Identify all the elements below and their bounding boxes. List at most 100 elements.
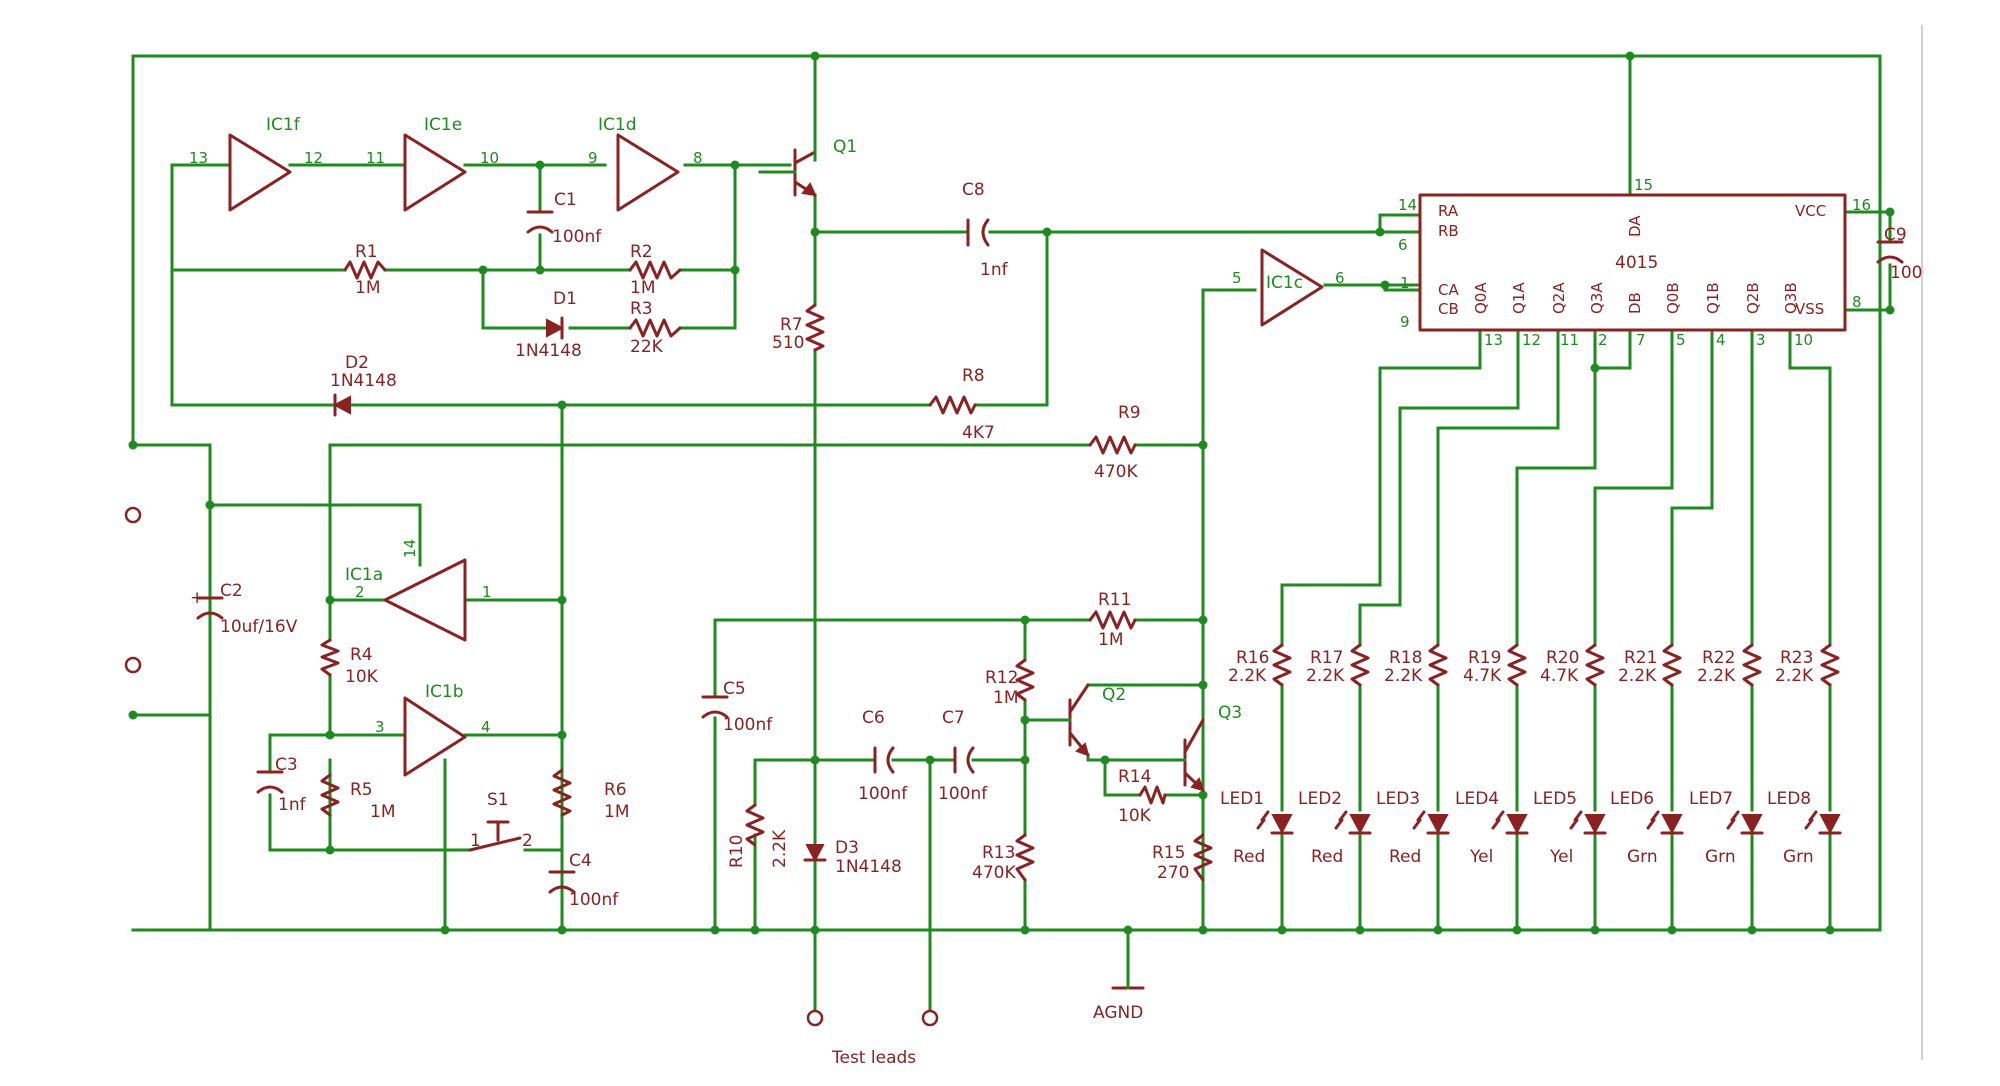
ic1c-label: IC1c	[1266, 273, 1303, 293]
led-6: LED6 Grn	[1610, 789, 1684, 867]
resistor-r12: R12 1M	[985, 658, 1035, 708]
ic1e-label: IC1e	[424, 115, 462, 135]
pin-9: 9	[588, 149, 598, 167]
resistor-r20: R20 4.7K	[1540, 643, 1605, 687]
terminal-top	[124, 506, 142, 524]
led7-label: LED7	[1689, 789, 1733, 809]
pin-11: 11	[366, 149, 385, 167]
c6-label: C6	[862, 708, 885, 728]
r15-value: 270	[1157, 863, 1189, 883]
pin-q3a: Q3A	[1588, 282, 1606, 314]
d2-label: D2	[345, 353, 369, 373]
pin-10: 10	[480, 149, 499, 167]
r7-value: 510	[772, 333, 804, 353]
led6-color: Grn	[1627, 847, 1658, 867]
ground-symbol: AGND	[1093, 983, 1145, 1023]
capacitor-c8: C8 1nf	[962, 180, 1009, 280]
c4-value: 100nf	[569, 890, 619, 910]
s1-label: S1	[487, 790, 509, 810]
q2-label: Q2	[1102, 685, 1126, 705]
led-5: LED5 Yel	[1533, 789, 1607, 867]
capacitor-c2: + C2 10uf/16V	[190, 581, 298, 637]
r1-label: R1	[355, 242, 378, 262]
r18-value: 2.2K	[1384, 666, 1423, 686]
d1-value: 1N4148	[515, 341, 582, 361]
r7-label: R7	[780, 315, 803, 335]
r2-value: 1M	[630, 278, 655, 298]
r13-value: 470K	[972, 863, 1016, 883]
pin-rb: RB	[1438, 222, 1459, 240]
r16-value: 2.2K	[1228, 666, 1267, 686]
led2-color: Red	[1311, 847, 1343, 867]
r4-label: R4	[350, 645, 373, 665]
buffer-ic1d: IC1d 9 8	[588, 115, 703, 212]
pin-ca: CA	[1438, 281, 1459, 299]
pin-1: 1	[482, 583, 492, 601]
chip-pin-b12: 12	[1522, 331, 1541, 349]
r21-label: R21	[1624, 648, 1657, 668]
resistor-r11: R11 1M	[1088, 590, 1137, 650]
r21-value: 2.2K	[1618, 666, 1657, 686]
led6-label: LED6	[1610, 789, 1654, 809]
chip-pin-b2: 2	[1598, 331, 1608, 349]
led4-color: Yel	[1469, 847, 1493, 867]
r22-label: R22	[1702, 648, 1735, 668]
resistor-r18: R18 2.2K	[1384, 643, 1448, 687]
opamp-ic1b: IC1b 3 4	[375, 682, 491, 777]
c7-label: C7	[942, 708, 965, 728]
r17-label: R17	[1310, 648, 1343, 668]
resistor-r21: R21 2.2K	[1618, 643, 1682, 687]
chip-pin-6: 6	[1398, 236, 1408, 254]
c3-label: C3	[275, 755, 298, 775]
chip-pin-b13: 13	[1484, 331, 1503, 349]
r10-value: 2.2K	[770, 829, 790, 868]
pin-q0b: Q0B	[1664, 282, 1682, 314]
r20-value: 4.7K	[1540, 666, 1579, 686]
led2-label: LED2	[1298, 789, 1342, 809]
resistor-r7: R7 510	[772, 303, 825, 353]
pin-14: 14	[401, 539, 419, 558]
pin-q2a: Q2A	[1550, 282, 1568, 314]
led-4: LED4 Yel	[1455, 789, 1529, 867]
resistor-r5: R5 1M	[320, 773, 395, 822]
r6-value: 1M	[604, 802, 629, 822]
resistor-r16: R16 2.2K	[1228, 643, 1292, 687]
r16-label: R16	[1236, 648, 1269, 668]
chip-pin-b11: 11	[1560, 331, 1579, 349]
pin-13: 13	[189, 149, 208, 167]
led-7: LED7 Grn	[1689, 789, 1764, 867]
c2-label: C2	[220, 581, 243, 601]
capacitor-c4: C4 100nf	[548, 851, 619, 910]
c8-label: C8	[962, 180, 985, 200]
test-leads-label: Test leads	[831, 1048, 916, 1068]
led4-label: LED4	[1455, 789, 1499, 809]
pin-8: 8	[693, 149, 703, 167]
chip-pin-15: 15	[1634, 176, 1653, 194]
opamp-ic1a: IC1a 2 1 14	[345, 539, 492, 642]
r14-value: 10K	[1118, 806, 1152, 826]
capacitor-c9: C9 100	[1876, 225, 1922, 283]
resistor-r8: R8 4K7	[928, 366, 995, 443]
resistor-r22: R22 2.2K	[1697, 643, 1762, 687]
led1-color: Red	[1233, 847, 1265, 867]
buffer-ic1e: IC1e 11 10	[366, 115, 499, 212]
c2-value: 10uf/16V	[220, 617, 298, 637]
led8-label: LED8	[1767, 789, 1811, 809]
r19-label: R19	[1468, 648, 1501, 668]
capacitor-c6: C6 100nf	[858, 708, 908, 804]
chip-pin-b3: 3	[1756, 331, 1766, 349]
r2-label: R2	[630, 242, 653, 262]
led5-color: Yel	[1549, 847, 1573, 867]
r12-label: R12	[985, 668, 1018, 688]
s1-pin-2: 2	[522, 831, 533, 851]
r10-label: R10	[727, 835, 747, 868]
c1-label: C1	[554, 190, 577, 210]
test-lead-1	[806, 1009, 824, 1027]
transistor-q3: Q3	[1168, 703, 1242, 792]
transistor-q2: Q2	[1063, 683, 1126, 757]
c7-value: 100nf	[938, 784, 988, 804]
r19-value: 4.7K	[1463, 666, 1502, 686]
r23-value: 2.2K	[1775, 666, 1814, 686]
led-1: LED1 Red	[1220, 789, 1294, 867]
pin-q3b: Q3B	[1782, 282, 1800, 314]
